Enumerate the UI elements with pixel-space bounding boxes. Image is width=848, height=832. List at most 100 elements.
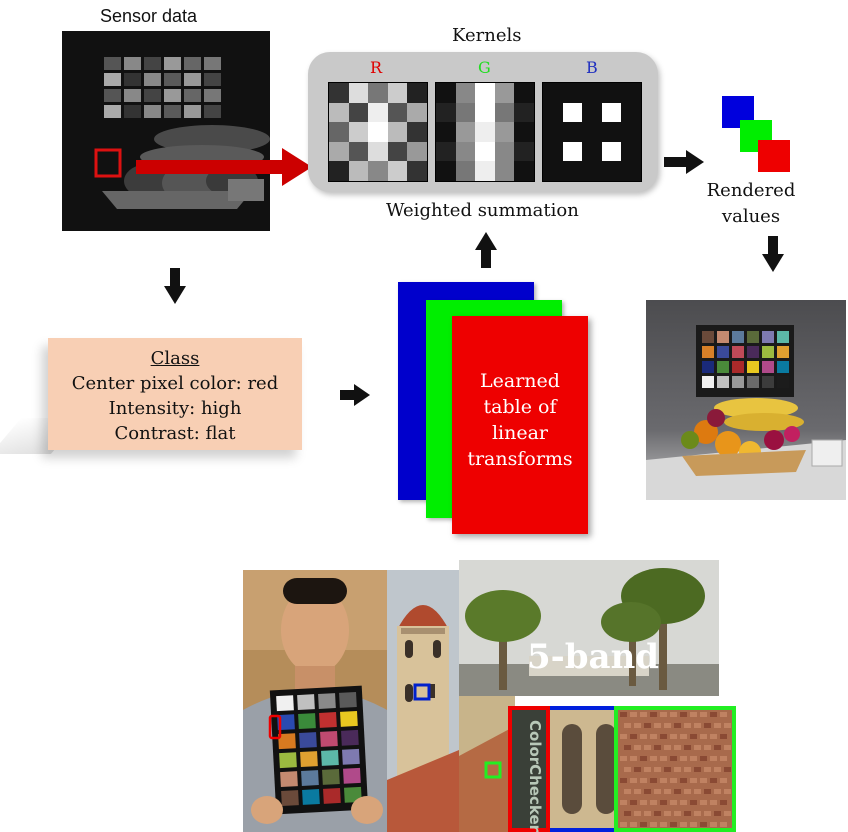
roof-tile <box>704 745 711 750</box>
rendered-label-line1: Rendered <box>706 180 796 201</box>
roof-tile <box>664 745 671 750</box>
checker-patch <box>717 346 729 358</box>
palm-photo: 5-band <box>459 560 719 696</box>
roof-tile <box>664 723 671 728</box>
roof-tile <box>620 800 627 805</box>
class-center-pixel-color: Center pixel color: red <box>71 373 279 394</box>
face-checker-patch <box>281 790 299 807</box>
roof-tile <box>670 734 677 739</box>
kernel-label-r: R <box>370 58 383 77</box>
roof-tile <box>690 822 697 827</box>
kernel-cell <box>582 102 602 123</box>
face-checker-patch <box>321 750 339 766</box>
face-checker-patch <box>339 691 357 708</box>
checker-patch <box>777 361 789 373</box>
kernel-cell <box>514 83 534 103</box>
zoom-inset-red <box>508 706 550 832</box>
kernel-cell <box>407 102 427 123</box>
rendered-values-label: Rendered values <box>706 178 796 230</box>
kernel-cell <box>475 83 495 103</box>
kernel-cell <box>475 161 495 181</box>
roof-tile <box>654 745 661 750</box>
roof-tile <box>664 789 671 794</box>
kernel-cell <box>621 122 641 142</box>
roof-tile <box>690 800 697 805</box>
sensor-patch <box>104 105 121 118</box>
kernel-cell <box>407 83 427 103</box>
kernel-cell <box>494 83 515 103</box>
face-checker-patch <box>299 732 317 748</box>
roof-tile <box>720 778 727 783</box>
roof-tile <box>644 811 651 816</box>
roof-tile <box>720 756 727 761</box>
kernel-cell <box>621 83 641 103</box>
face-checker-patch <box>277 714 295 731</box>
sensor-patch <box>144 89 161 102</box>
roof-tile <box>680 800 687 805</box>
kernel-cell <box>455 102 476 123</box>
roof-tile <box>650 712 657 717</box>
kernel-cell <box>562 141 583 162</box>
roof-tile <box>714 811 721 816</box>
roof-tile <box>630 778 637 783</box>
sensor-patch <box>144 105 161 118</box>
kernel-cell <box>348 161 369 181</box>
face-checker-patch <box>302 789 320 805</box>
roof-tile <box>690 756 697 761</box>
roof-tile <box>650 822 657 827</box>
face-highlight-box <box>268 714 282 740</box>
checker-patch <box>732 361 744 373</box>
learned-line1: Learned <box>480 370 560 392</box>
roof-tile <box>660 734 667 739</box>
roof-tile <box>660 778 667 783</box>
roof-tile <box>620 822 627 827</box>
red-arrow-icon <box>136 148 312 186</box>
kernel-cell <box>621 161 641 181</box>
face-checker-patch <box>297 694 315 711</box>
kernel-cell <box>329 141 349 162</box>
roof-tile <box>620 778 627 783</box>
kernel-cell <box>562 122 583 142</box>
roof-tile <box>670 756 677 761</box>
learned-line3: linear <box>491 422 549 444</box>
kernel-cell <box>387 102 408 123</box>
checker-patch <box>702 331 714 343</box>
face-checker-patch <box>323 787 341 804</box>
roof-tile <box>654 723 661 728</box>
kernel-cell <box>582 141 602 162</box>
roof-tile <box>660 712 667 717</box>
roof-tile <box>700 800 707 805</box>
roof-tile <box>674 767 681 772</box>
kernel-cell <box>436 102 456 123</box>
roof-tile <box>670 712 677 717</box>
roof-tile <box>680 756 687 761</box>
roof-tile <box>714 723 721 728</box>
sensor-patch <box>124 57 141 70</box>
roof-tile <box>630 712 637 717</box>
roof-tile <box>724 767 731 772</box>
checker-patch <box>717 361 729 373</box>
roof-tile <box>620 756 627 761</box>
kernel-cell <box>494 102 515 123</box>
roof-tile <box>674 811 681 816</box>
colorchecker-text: ColorChecker <box>526 720 544 832</box>
roof-tile <box>704 789 711 794</box>
face-checker-patch <box>280 771 298 788</box>
kernel-cell <box>407 141 427 162</box>
face-checker-patch <box>300 751 318 767</box>
roof-tile <box>640 778 647 783</box>
learned-table-stack: Learned table of linear transforms <box>398 282 598 552</box>
kernel-cell <box>543 102 563 123</box>
kernel-cell <box>329 83 349 103</box>
checker-patch <box>762 361 774 373</box>
roof-highlight-box <box>484 761 502 779</box>
roof-photo <box>459 696 515 832</box>
class-box: Class Center pixel color: red Intensity:… <box>48 338 302 450</box>
kernel-cell <box>368 161 388 181</box>
roof-tile <box>704 767 711 772</box>
roof-tile <box>700 756 707 761</box>
roof-tile <box>710 800 717 805</box>
roof-tile <box>654 811 661 816</box>
sensor-patch <box>164 57 181 70</box>
checker-patch <box>717 376 729 388</box>
